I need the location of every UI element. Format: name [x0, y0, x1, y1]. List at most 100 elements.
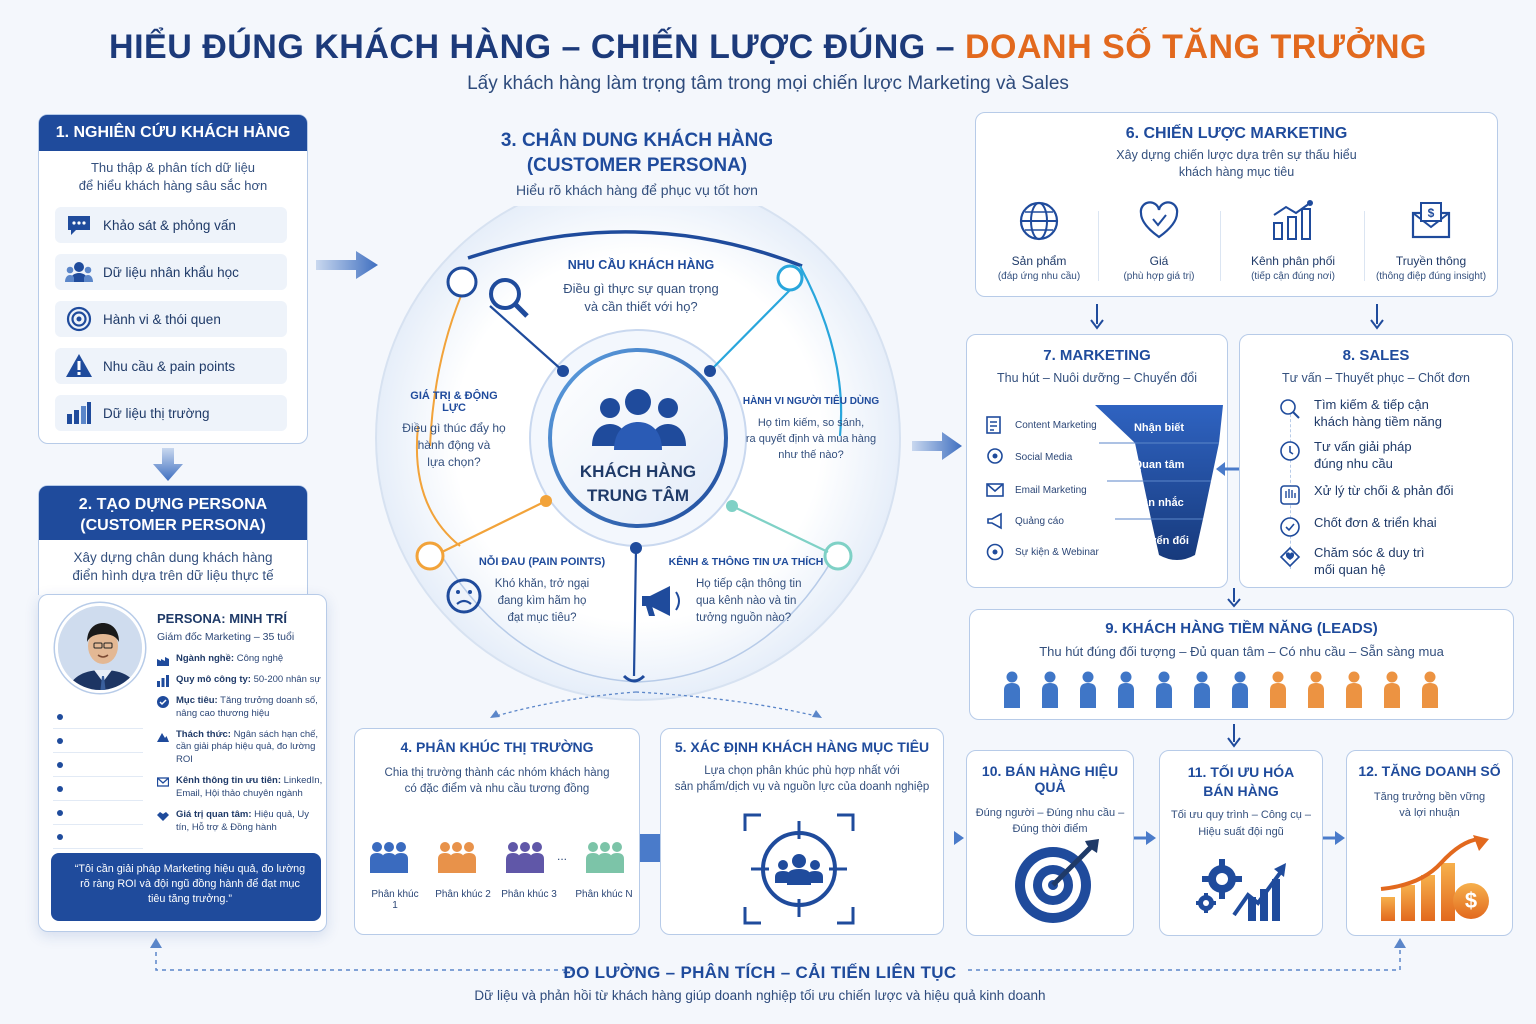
location-pin-icon	[985, 447, 1007, 467]
arrow-down-icon	[1090, 304, 1104, 330]
marketing-funnel	[1095, 405, 1223, 560]
behavior-title: HÀNH VI NGƯỜI TIÊU DÙNG	[742, 396, 880, 407]
channels-line2: qua kênh nào và tin	[696, 595, 797, 607]
center-label: KHÁCH HÀNG TRUNG TÂM	[560, 460, 716, 508]
search-person-icon	[1278, 397, 1302, 421]
footer-title: ĐO LƯỜNG – PHÂN TÍCH – CẢI TIẾN LIÊN TỤC	[563, 963, 957, 982]
handshake-icon	[157, 810, 169, 822]
step5-desc-line1: Lựa chọn phân khúc phù hợp nhất với	[704, 765, 900, 777]
step12-card: 12. TĂNG DOANH SỐ Tăng trưởng bền vững v…	[1346, 750, 1513, 936]
mail-icon	[156, 776, 170, 788]
marketing-item-label: Email Marketing	[1015, 484, 1087, 496]
persona-card: PERSONA: MINH TRÍ Giám đốc Marketing – 3…	[38, 594, 327, 932]
persona-field-size: Quy mô công ty: 50-200 nhân sự	[157, 674, 323, 687]
needs-title: NHU CẦU KHÁCH HÀNG	[567, 258, 715, 272]
strategy-communication: $ Truyền thông (thông điệp đúng insight)	[1366, 199, 1496, 282]
sales-item-line1: Xử lý từ chối & phản đối	[1314, 483, 1454, 498]
funnel-stage-3: Cân nhắc	[1134, 497, 1184, 509]
arrow-right-icon	[316, 251, 378, 279]
price-tag-heart-icon	[1139, 201, 1179, 239]
persona-field-value: LinkedIn, Email, Hội thảo chuyên ngành	[176, 775, 323, 799]
customer-persona-wheel	[375, 206, 901, 701]
sales-item-objection: Xử lý từ chối & phản đối	[1278, 483, 1454, 507]
persona-field-label: Mục tiêu:	[176, 695, 218, 706]
segment-label-3: Phân khúc 3	[501, 889, 557, 900]
persona-fields: Ngành nghề: Công nghệ Quy mô công ty: 50…	[156, 653, 323, 834]
step1-item-label: Dữ liệu thị trường	[103, 405, 210, 421]
step12-desc-line1: Tăng trưởng bền vững	[1373, 791, 1486, 803]
marketing-item-email: Email Marketing	[985, 480, 1087, 500]
title-part2: DOANH SỐ TĂNG TRƯỞNG	[965, 28, 1427, 66]
target-icon	[65, 305, 93, 333]
globe-icon	[1019, 201, 1059, 241]
channels-line3: tưởng nguồn nào?	[696, 612, 792, 624]
segment-groups	[370, 842, 624, 873]
needs-line1: Điều gì thực sự quan trọng	[563, 281, 719, 296]
behavior-line2: ra quyết định và mua hàng	[745, 433, 877, 445]
document-edit-icon	[985, 415, 1007, 435]
step1-item-survey: Khảo sát & phỏng vấn	[55, 207, 287, 243]
sales-item-line1: Chăm sóc & duy trì	[1314, 545, 1425, 560]
behavior-line3: như thế nào?	[778, 449, 844, 461]
bar-chart-icon	[157, 675, 169, 687]
svg-text:$: $	[1465, 888, 1477, 913]
pains-title: NỖI ĐAU (PAIN POINTS)	[478, 556, 606, 568]
step3-title: 3. CHÂN DUNG KHÁCH HÀNG (CUSTOMER PERSON…	[460, 128, 814, 178]
step11-title-line1: 11. TỐI ƯU HÓA	[1187, 764, 1295, 780]
bullseye-arrow-icon	[1015, 839, 1099, 923]
step6-title: 6. CHIẾN LƯỢC MARKETING	[1125, 125, 1348, 142]
step10-title: 10. BÁN HÀNG HIỆU QUẢ	[981, 763, 1119, 795]
persona-field-industry: Ngành nghề: Công nghệ	[157, 653, 323, 666]
step7-card: 7. MARKETING Thu hút – Nuôi dưỡng – Chuy…	[966, 334, 1228, 588]
sales-item-line2: khách hàng tiềm năng	[1314, 413, 1442, 429]
values-block: GIÁ TRỊ & ĐỘNG LỰC Điều gì thúc đẩy họ h…	[402, 390, 506, 471]
webinar-icon	[985, 542, 1007, 562]
bar-chart-icon	[65, 399, 93, 427]
step4-desc-line2: có đặc điểm và nhu cầu tương đồng	[404, 783, 590, 795]
marketing-item-events: Sự kiện & Webinar	[985, 542, 1099, 562]
people-icon	[65, 258, 93, 286]
persona-field-label: Quy mô công ty:	[176, 674, 251, 685]
megaphone-icon	[985, 511, 1007, 531]
step4-card: 4. PHÂN KHÚC THỊ TRƯỜNG Chia thị trường …	[354, 728, 640, 935]
sales-item-line1: Tìm kiếm & tiếp cận	[1314, 397, 1429, 412]
step3-title-line2: (CUSTOMER PERSONA)	[526, 155, 748, 176]
step7-desc: Thu hút – Nuôi dưỡng – Chuyển đổi	[996, 371, 1198, 385]
step6-desc-line1: Xây dựng chiến lược dựa trên sự thấu hiể…	[1116, 148, 1357, 162]
step2-desc-line1: Xây dựng chân dung khách hàng	[73, 550, 273, 565]
strategy-label: Giá	[1149, 254, 1169, 268]
persona-field-value: 50-200 nhân sự	[253, 674, 321, 685]
values-line1: Điều gì thúc đẩy họ	[402, 421, 506, 435]
funnel-stage-4: Chuyển đổi	[1129, 535, 1189, 547]
check-icon	[157, 696, 169, 708]
segment-label-n: Phân khúc N	[575, 889, 633, 900]
step3-subtitle: Hiểu rõ khách hàng để phục vụ tốt hơn	[516, 182, 758, 198]
gear-check-icon	[1278, 515, 1302, 539]
marketing-item-content: Content Marketing	[985, 415, 1097, 435]
arrow-down-icon	[1370, 304, 1384, 330]
values-line2: hành động và	[417, 438, 491, 452]
marketing-item-label: Content Marketing	[1015, 419, 1097, 431]
split-dashed-arrows	[490, 691, 822, 718]
step11-desc-line1: Tối ưu quy trình – Công cụ –	[1170, 809, 1312, 821]
marketing-item-label: Social Media	[1015, 451, 1073, 463]
leads-people-row	[1004, 671, 1438, 708]
growth-chart-icon	[1273, 200, 1313, 240]
step9-title: 9. KHÁCH HÀNG TIỀM NĂNG (LEADS)	[1105, 620, 1378, 637]
mail-icon	[985, 480, 1007, 500]
segment-2-people-icon	[438, 842, 476, 873]
persona-field-value: Hiệu quả, Uy tín, Hỗ trợ & Đồng hành	[176, 808, 310, 833]
step7-title: 7. MARKETING	[1043, 347, 1151, 364]
segment-n-people-icon	[586, 842, 624, 873]
persona-field-label: Kênh thông tin ưu tiên:	[176, 775, 282, 787]
sales-item-line2: mối quan hệ	[1314, 561, 1386, 577]
target-audience-icon	[743, 813, 855, 925]
step1-desc-line2: để hiểu khách hàng sâu sắc hơn	[78, 178, 268, 193]
channels-title: KÊNH & THÔNG TIN ƯA THÍCH	[668, 556, 824, 568]
hand-stop-icon	[1278, 483, 1302, 507]
funnel-stage-2: Quan tâm	[1133, 459, 1185, 471]
arrow-down-icon	[1227, 588, 1241, 608]
sales-item-line1: Chốt đơn & triển khai	[1314, 515, 1437, 530]
needs-block: NHU CẦU KHÁCH HÀNG Điều gì thực sự quan …	[536, 258, 746, 316]
